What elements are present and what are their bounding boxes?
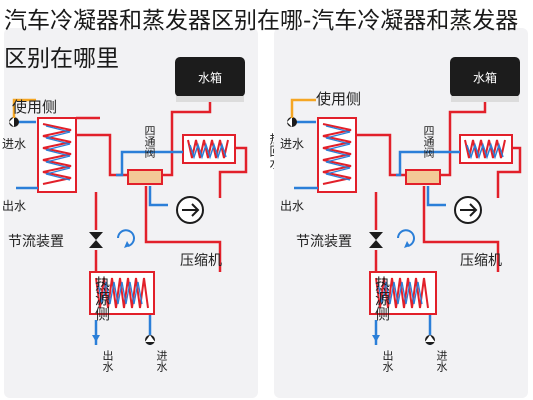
pump-icon (425, 335, 435, 345)
compressor-label: 压缩机 (460, 253, 502, 269)
water-tank-icon: 水箱 (450, 57, 520, 102)
four-way-valve-icon (127, 169, 163, 185)
heat-exchanger-icon (369, 271, 437, 315)
tank-label: 水箱 (473, 70, 497, 85)
compressor-label: 压缩机 (180, 253, 222, 269)
user-side-label: 使用侧 (316, 90, 361, 108)
water-out-label: 出水 (2, 199, 26, 213)
pump-icon (287, 117, 297, 127)
flow-arrow (372, 335, 380, 342)
expansion-valve-icon (89, 232, 103, 248)
expansion-valve-icon (369, 232, 383, 248)
heat-exchanger-icon (459, 134, 513, 164)
pump-icon (145, 335, 155, 345)
water-in-label: 进水 (2, 137, 26, 151)
page-title: 汽车冷凝器和蒸发器区别在哪-汽车冷凝器和蒸发器区别在哪里 (4, 8, 519, 72)
four-way-valve-icon (405, 169, 441, 185)
heat-exchanger-icon (89, 271, 155, 315)
compressor-icon (454, 196, 482, 224)
heat-exchanger-icon (37, 117, 77, 193)
user-side-label: 使用侧 (12, 98, 57, 116)
water-in-label: 进水 (280, 137, 304, 151)
throttle-label: 节流装置 (8, 234, 64, 250)
cycle-arrow-icon (397, 229, 415, 248)
pump-icon (9, 117, 19, 127)
heat-exchanger-icon (182, 134, 236, 164)
hot-pipes (356, 102, 522, 275)
water-tank-icon: 水箱 (175, 57, 245, 102)
panel-left: 水箱 热回水 (2, 28, 282, 398)
cycle-arrow-icon (117, 229, 135, 248)
throttle-label: 节流装置 (296, 234, 352, 250)
tank-label: 水箱 (198, 70, 222, 85)
water-out-label: 出水 (280, 199, 304, 213)
compressor-icon (176, 196, 204, 224)
panel-right: 水箱 热回水 (274, 28, 533, 398)
inlet-pipe (12, 98, 36, 118)
inlet-pipe (290, 98, 316, 118)
heat-exchanger-icon (317, 117, 357, 193)
flow-arrow (92, 335, 100, 342)
